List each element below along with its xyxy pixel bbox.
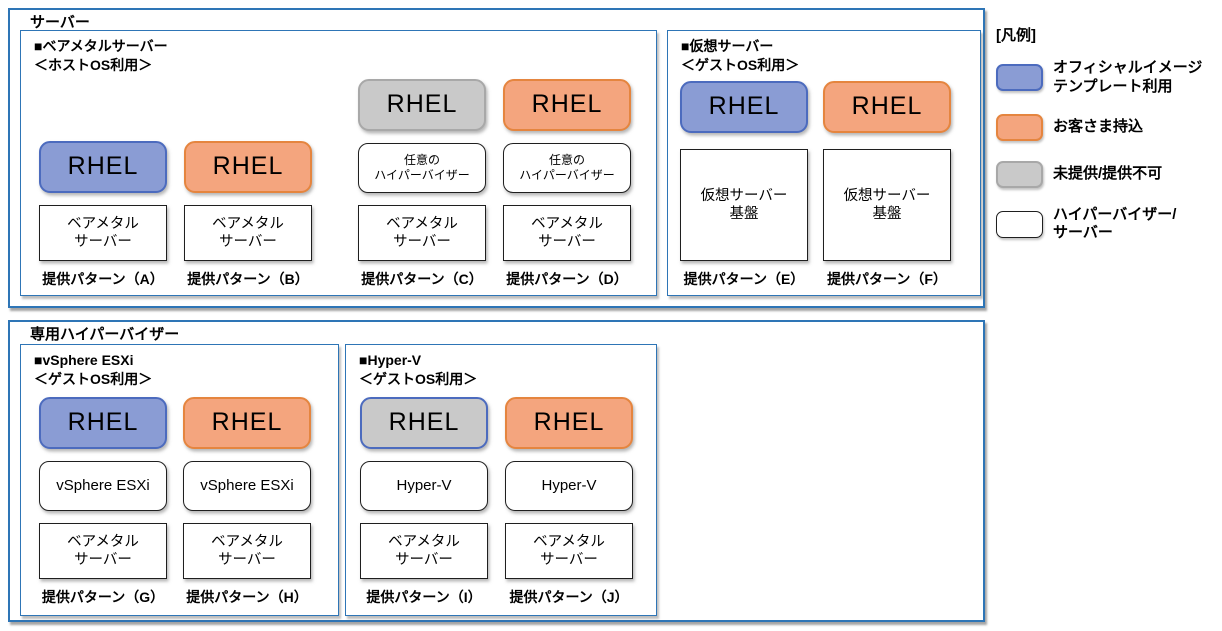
baremetal-server-box: ベアメタル サーバー [183,523,311,579]
baremetal-section-heading: ■ベアメタルサーバー [34,38,168,54]
pattern-column: RHEL vSphere ESXi ベアメタル サーバー提供パターン（G） [39,397,167,607]
baremetal-server-box: ベアメタル サーバー [39,523,167,579]
hyperv-section-subheading: ＜ゲストOS利用＞ [359,370,478,387]
pattern-caption: 提供パターン（E） [683,271,805,287]
baremetal-section-subheading: ＜ホストOS利用＞ [34,56,153,73]
vsphere-esxi-box: vSphere ESXi [183,461,311,511]
pattern-caption: 提供パターン（F） [827,271,947,287]
baremetal-section-box: ■ベアメタルサーバー ＜ホストOS利用＞ RHEL ベアメタル サーバー提供パター… [20,30,657,296]
pattern-column: RHEL Hyper-V ベアメタル サーバー提供パターン（I） [360,397,488,607]
rhel-os-box: RHEL [183,397,311,449]
legend-swatch-customer [996,114,1043,141]
pattern-caption: 提供パターン（G） [41,589,165,605]
any-hypervisor-box: 任意の ハイパーバイザー [503,143,631,193]
baremetal-section-header: ■ベアメタルサーバー ＜ホストOS利用＞ [21,31,656,75]
hyperv-section-header: ■Hyper-V ＜ゲストOS利用＞ [346,345,656,389]
pattern-caption: 提供パターン（I） [366,589,482,605]
hyperv-box: Hyper-V [505,461,633,511]
legend-title: [凡例] [996,27,1036,44]
hyperv-section-heading: ■Hyper-V [359,352,422,368]
vsphere-patterns-row: RHEL vSphere ESXi ベアメタル サーバー提供パターン（G） RHEL v… [21,397,338,607]
legend: [凡例] オフィシャルイメージ テンプレート利用お客さま持込未提供/提供不可ハイ… [996,24,1222,258]
legend-swatch-plain [996,210,1043,238]
vsphere-esxi-box: vSphere ESXi [39,461,167,511]
virtual-server-platform-box: 仮想サーバー 基盤 [823,149,951,261]
rhel-os-box: RHEL [680,81,808,133]
baremetal-server-box: ベアメタル サーバー [360,523,488,579]
legend-label: 未提供/提供不可 [1053,165,1163,183]
vsphere-section-subheading: ＜ゲストOS利用＞ [34,370,153,387]
pattern-column: RHEL 任意の ハイパーバイザーベアメタル サーバー提供パターン（C） [358,79,486,289]
any-hypervisor-box: 任意の ハイパーバイザー [358,143,486,193]
pattern-column: RHEL 仮想サーバー 基盤提供パターン（F） [823,81,951,289]
rhel-os-box: RHEL [358,79,486,131]
legend-item: オフィシャルイメージ テンプレート利用 [996,59,1222,97]
hyperv-box: Hyper-V [360,461,488,511]
vsphere-section-heading: ■vSphere ESXi [34,352,134,368]
legend-label: オフィシャルイメージ テンプレート利用 [1053,59,1203,95]
legend-swatch-unavailable [996,161,1043,188]
rhel-os-box: RHEL [360,397,488,449]
pattern-caption: 提供パターン（J） [509,589,629,605]
baremetal-server-box: ベアメタル サーバー [39,205,167,261]
vsphere-section-box: ■vSphere ESXi ＜ゲストOS利用＞ RHEL vSphere ESXi… [20,344,339,616]
rhel-os-box: RHEL [503,79,631,131]
pattern-column: RHEL vSphere ESXi ベアメタル サーバー提供パターン（H） [183,397,311,607]
virtual-section-heading: ■仮想サーバー [681,38,774,54]
legend-item: ハイパーバイザー/ サーバー [996,206,1222,244]
virtual-patterns-row: RHEL 仮想サーバー 基盤提供パターン（E） RHEL 仮想サーバー 基盤提供パター… [668,81,980,289]
pattern-column: RHEL 仮想サーバー 基盤提供パターン（E） [680,81,808,289]
rhel-os-box: RHEL [39,397,167,449]
pattern-column: RHEL ベアメタル サーバー提供パターン（A） [39,141,167,289]
hyperv-patterns-row: RHEL Hyper-V ベアメタル サーバー提供パターン（I） RHEL Hyper-… [346,397,656,607]
baremetal-server-box: ベアメタル サーバー [358,205,486,261]
pattern-caption: 提供パターン（A） [42,271,164,287]
rhel-os-box: RHEL [184,141,312,193]
virtual-section-header: ■仮想サーバー ＜ゲストOS利用＞ [668,31,980,75]
pattern-caption: 提供パターン（B） [187,271,309,287]
pattern-column: RHEL ベアメタル サーバー提供パターン（B） [184,141,312,289]
legend-swatch-official [996,64,1043,92]
rhel-os-box: RHEL [39,141,167,193]
pattern-caption: 提供パターン（D） [506,271,628,287]
legend-item: お客さま持込 [996,112,1222,144]
rhel-os-box: RHEL [505,397,633,449]
legend-label: ハイパーバイザー/ サーバー [1053,205,1177,242]
legend-item: 未提供/提供不可 [996,159,1222,191]
virtual-section-box: ■仮想サーバー ＜ゲストOS利用＞ RHEL 仮想サーバー 基盤提供パターン（E）… [667,30,981,296]
pattern-caption: 提供パターン（H） [186,589,308,605]
dedicated-hypervisor-group-box: 専用ハイパーバイザー ■vSphere ESXi ＜ゲストOS利用＞ RHEL v… [8,320,985,622]
dedicated-hypervisor-group-title: 専用ハイパーバイザー [30,326,180,343]
baremetal-server-box: ベアメタル サーバー [505,523,633,579]
pattern-column: RHEL 任意の ハイパーバイザーベアメタル サーバー提供パターン（D） [503,79,631,289]
baremetal-server-box: ベアメタル サーバー [184,205,312,261]
pattern-column: RHEL Hyper-V ベアメタル サーバー提供パターン（J） [505,397,633,607]
rhel-os-box: RHEL [823,81,951,133]
hyperv-section-box: ■Hyper-V ＜ゲストOS利用＞ RHEL Hyper-V ベアメタル サーバー… [345,344,657,616]
virtual-section-subheading: ＜ゲストOS利用＞ [681,56,800,73]
server-group-box: サーバー ■ベアメタルサーバー ＜ホストOS利用＞ RHEL ベアメタル サーバー… [8,8,985,308]
legend-label: お客さま持込 [1053,118,1144,136]
legend-items: オフィシャルイメージ テンプレート利用お客さま持込未提供/提供不可ハイパーバイザ… [996,59,1222,243]
virtual-server-platform-box: 仮想サーバー 基盤 [680,149,808,261]
server-group-title: サーバー [30,14,90,31]
baremetal-server-box: ベアメタル サーバー [503,205,631,261]
baremetal-patterns-row: RHEL ベアメタル サーバー提供パターン（A） RHEL ベアメタル サーバー提供パ… [21,79,656,289]
vsphere-section-header: ■vSphere ESXi ＜ゲストOS利用＞ [21,345,338,389]
pattern-caption: 提供パターン（C） [361,271,483,287]
